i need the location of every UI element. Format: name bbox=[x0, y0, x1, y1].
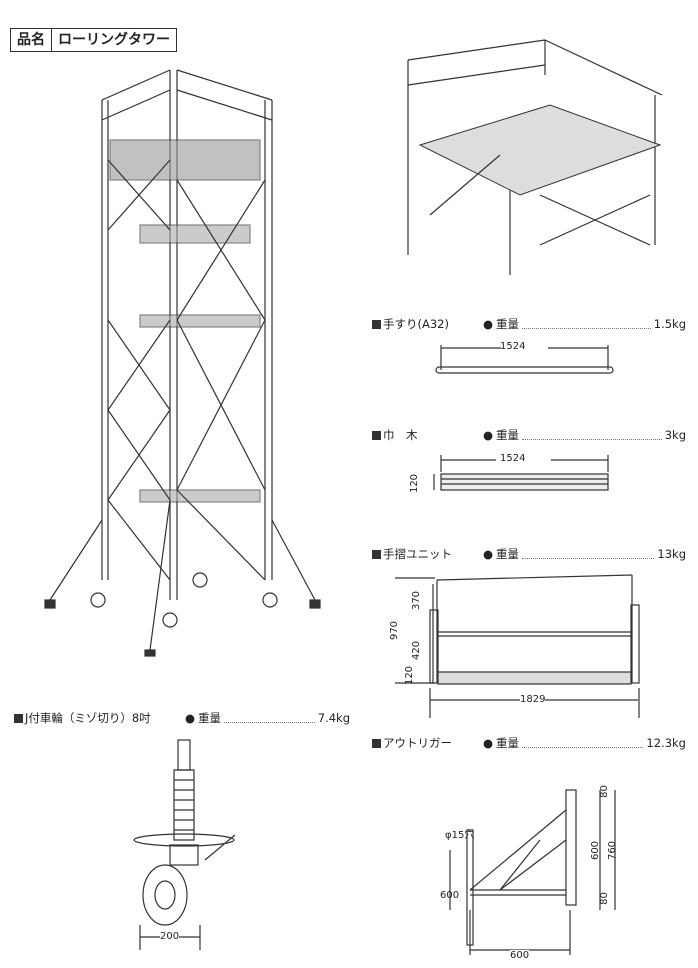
dotted-leader bbox=[224, 714, 315, 723]
rolling-tower-drawing bbox=[44, 69, 321, 657]
toeboard-diagram bbox=[433, 455, 609, 491]
spec-name: 手摺ユニット bbox=[383, 547, 452, 561]
dotted-leader bbox=[522, 550, 655, 559]
caster-wheel-diagram bbox=[133, 739, 236, 950]
toeboard-height: 120 bbox=[409, 473, 421, 494]
spec-outrigger: アウトリガー ● 重量 12.3kg bbox=[372, 735, 686, 751]
outrigger-width: 600 bbox=[510, 950, 530, 961]
weight-label: 重量 bbox=[496, 317, 520, 331]
bullet-square-icon bbox=[372, 430, 381, 440]
bullet-square-icon bbox=[372, 738, 381, 748]
spec-name: J付車輪（ミゾ切り）8吋 bbox=[25, 711, 151, 725]
handrail-assembly-drawing bbox=[407, 39, 663, 275]
bullet-dot-icon: ● bbox=[483, 428, 494, 442]
outrigger-mid: 600 bbox=[590, 840, 602, 861]
bullet-dot-icon: ● bbox=[185, 711, 196, 725]
dotted-leader bbox=[522, 431, 662, 440]
spec-handrail-unit: 手摺ユニット ● 重量 13kg bbox=[372, 546, 686, 562]
toeboard-length: 1524 bbox=[500, 453, 526, 464]
weight-value: 13kg bbox=[657, 547, 686, 561]
weight-value: 12.3kg bbox=[646, 736, 686, 750]
outrigger-bottom: 80 bbox=[598, 892, 610, 905]
weight-value: 3kg bbox=[664, 428, 686, 442]
weight-value: 7.4kg bbox=[317, 711, 350, 725]
bullet-dot-icon: ● bbox=[483, 317, 494, 331]
unit-width: 1829 bbox=[520, 694, 546, 705]
spec-handrail: 手すり(A32) ● 重量 1.5kg bbox=[372, 316, 686, 332]
weight-label: 重量 bbox=[496, 428, 520, 442]
outrigger-hole: φ15穴 bbox=[445, 830, 475, 841]
bullet-square-icon bbox=[14, 713, 23, 723]
outrigger-top: 80 bbox=[598, 785, 610, 798]
unit-total-height: 970 bbox=[389, 620, 401, 641]
bullet-square-icon bbox=[372, 319, 381, 329]
bullet-dot-icon: ● bbox=[483, 736, 494, 750]
unit-top-height: 370 bbox=[411, 590, 423, 611]
unit-bottom-height: 120 bbox=[404, 665, 416, 686]
weight-label: 重量 bbox=[198, 711, 222, 725]
spec-wheel: J付車輪（ミゾ切り）8吋 ● 重量 7.4kg bbox=[14, 710, 350, 726]
handrail-diagram bbox=[435, 345, 614, 374]
unit-mid-height: 420 bbox=[411, 640, 423, 661]
spec-name: アウトリガー bbox=[383, 736, 452, 750]
product-label: 品名 bbox=[11, 29, 52, 51]
bullet-dot-icon: ● bbox=[483, 547, 494, 561]
wheel-width: 200 bbox=[160, 931, 180, 942]
dotted-leader bbox=[522, 739, 644, 748]
weight-value: 1.5kg bbox=[653, 317, 686, 331]
outrigger-diagram bbox=[449, 789, 616, 955]
product-name: ローリングタワー bbox=[58, 32, 170, 48]
spec-name: 巾 木 bbox=[383, 428, 418, 442]
bullet-square-icon bbox=[372, 549, 381, 559]
handrail-unit-diagram bbox=[395, 574, 640, 718]
spec-name: 手すり(A32) bbox=[383, 317, 449, 331]
weight-label: 重量 bbox=[496, 547, 520, 561]
outrigger-height: 600 bbox=[440, 890, 460, 901]
product-name-box: 品名 ローリングタワー bbox=[10, 28, 177, 52]
handrail-length: 1524 bbox=[500, 341, 526, 352]
weight-label: 重量 bbox=[496, 736, 520, 750]
spec-toeboard: 巾 木 ● 重量 3kg bbox=[372, 427, 686, 443]
outrigger-total: 760 bbox=[607, 840, 619, 861]
dotted-leader bbox=[522, 320, 651, 329]
